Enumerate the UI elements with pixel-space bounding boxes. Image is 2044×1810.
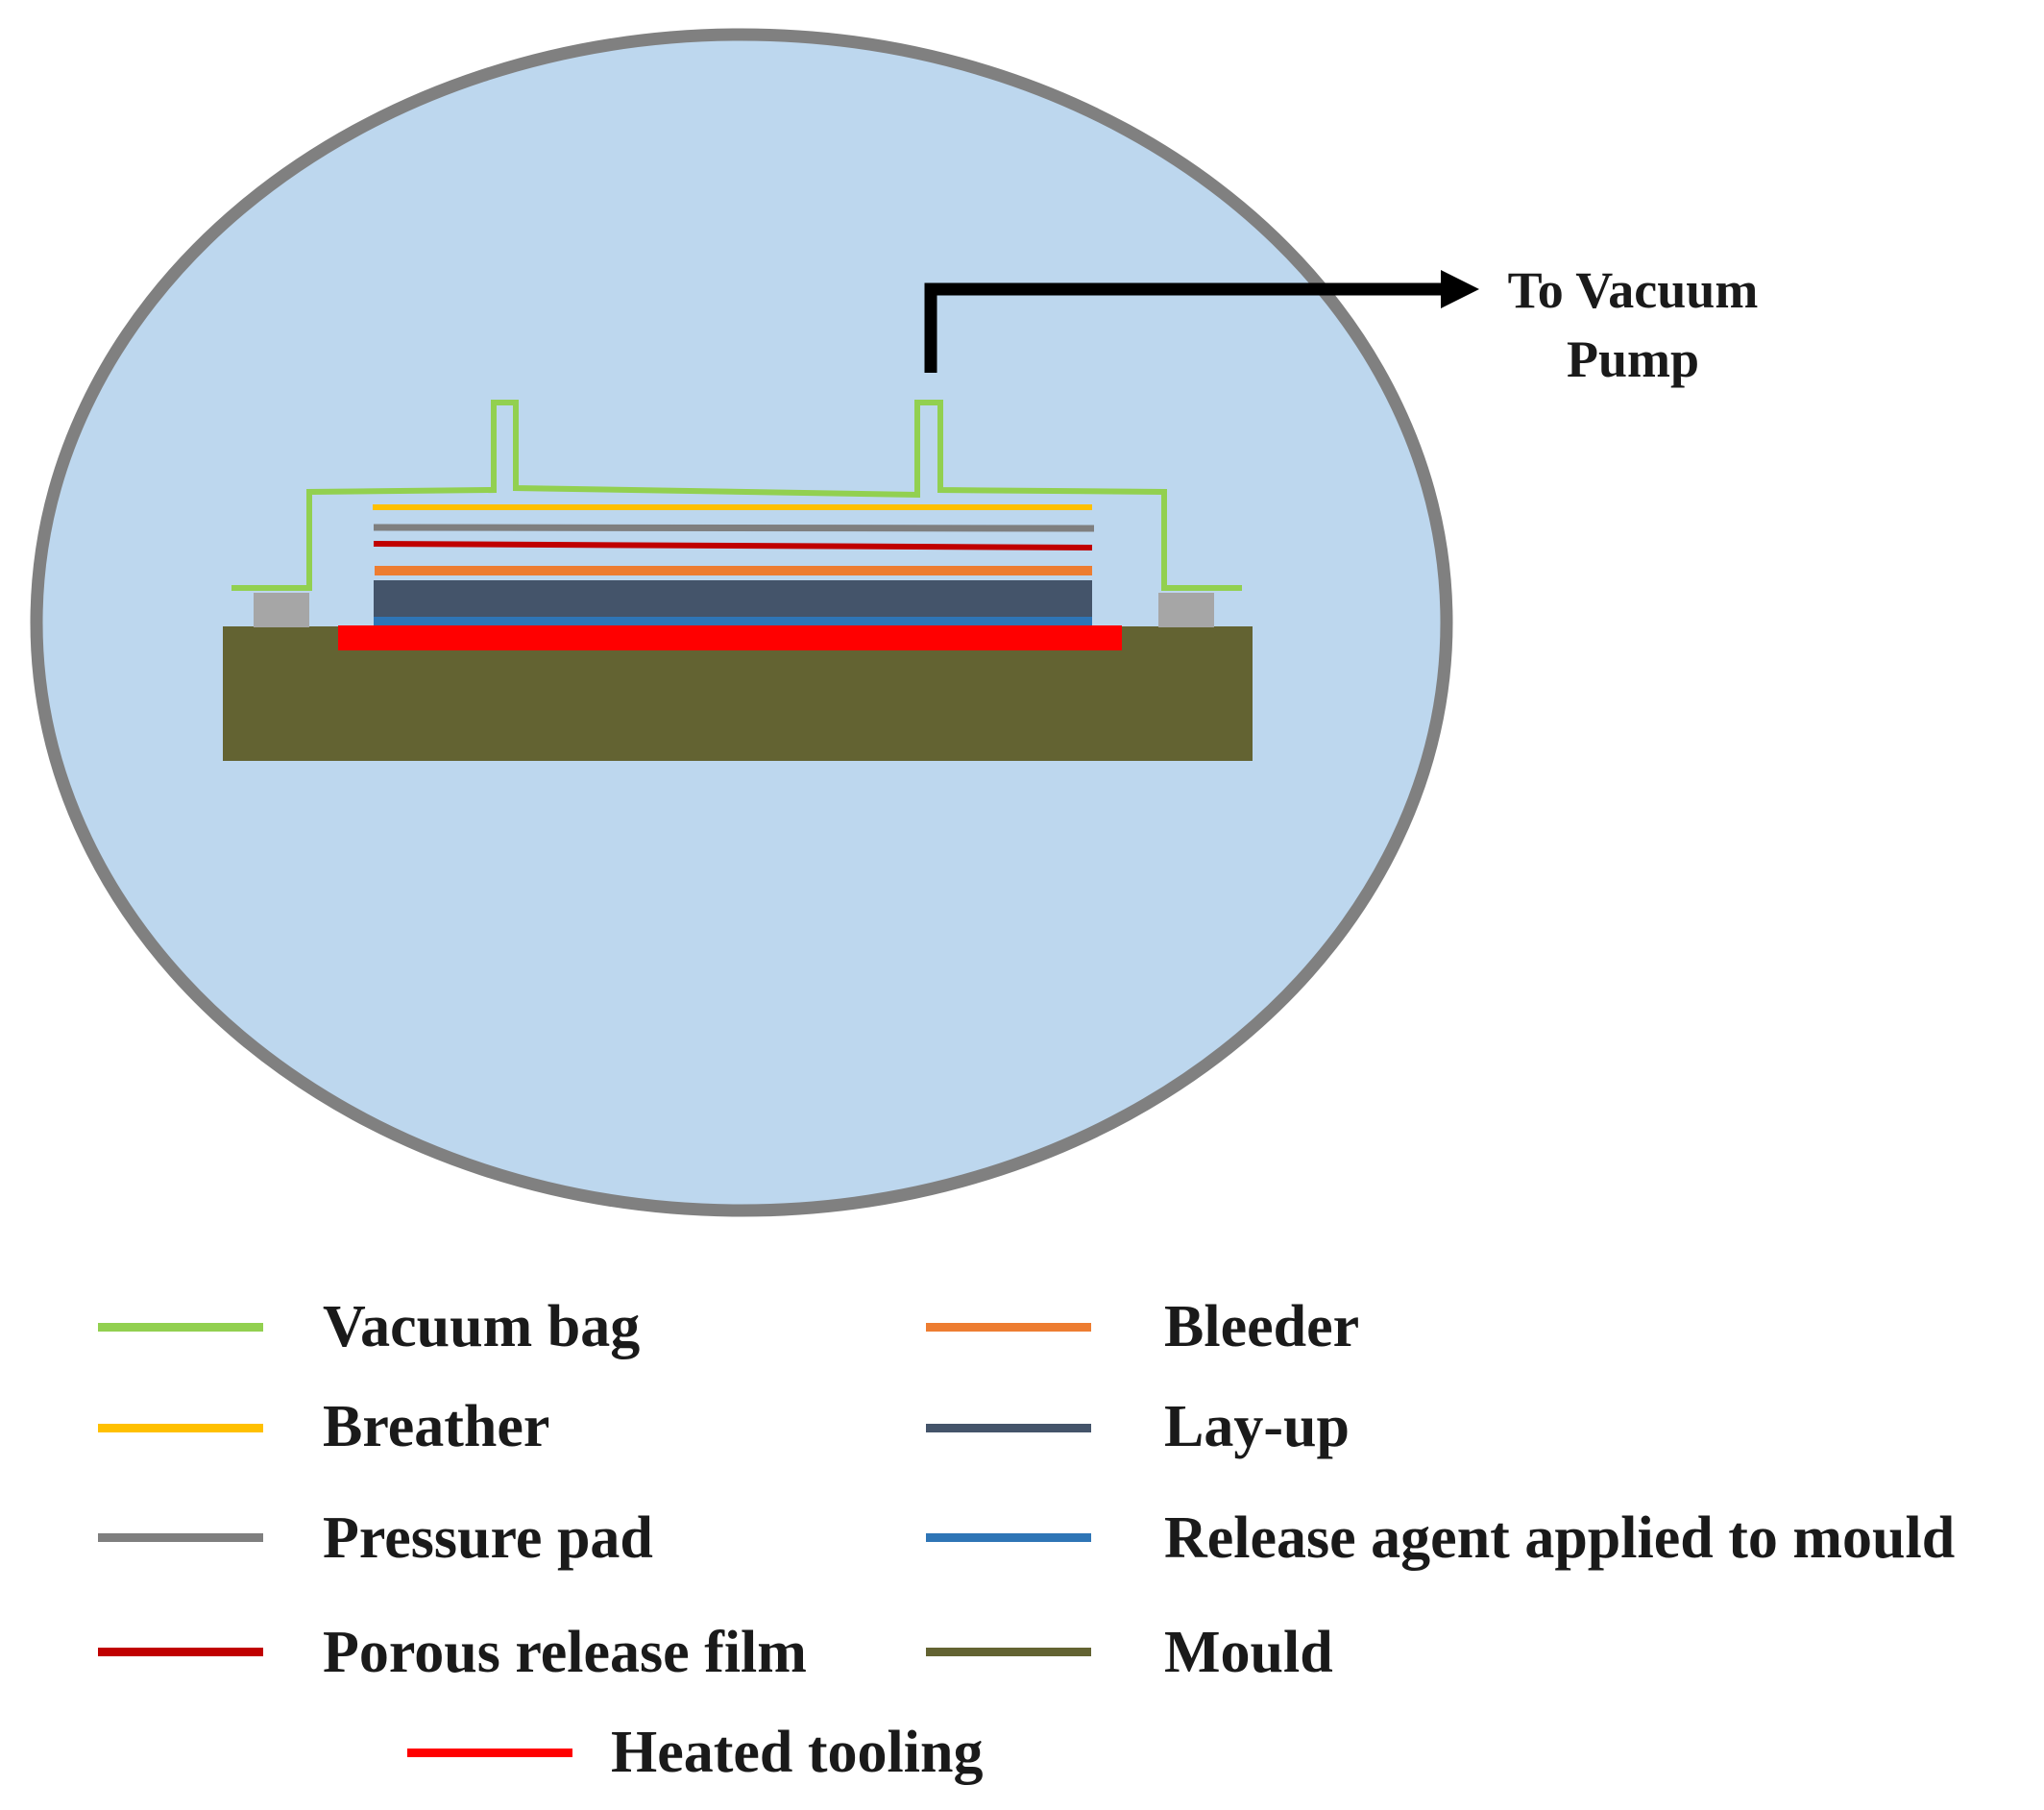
legend-swatch-layup: [926, 1424, 1091, 1432]
sealant-tape-left: [254, 593, 309, 627]
pressure-pad-layer: [373, 524, 1095, 532]
legend-swatch-release-agent: [926, 1533, 1091, 1542]
heated-tooling: [338, 625, 1122, 650]
legend-swatch-vacuum-bag: [98, 1323, 263, 1332]
pump-label-line2: Pump: [1566, 330, 1700, 388]
legend-swatch-mould: [926, 1648, 1091, 1656]
legend-label-heated-tooling: Heated tooling: [611, 1720, 984, 1785]
pump-label-line1: To Vacuum: [1507, 261, 1759, 319]
legend-label-release-agent: Release agent applied to mould: [1164, 1505, 1956, 1571]
porous-release-film-layer: [373, 541, 1093, 550]
legend-swatch-porous-release-film: [98, 1648, 263, 1656]
sealant-tape-right: [1158, 593, 1214, 627]
legend-swatch-heated-tooling: [407, 1749, 572, 1757]
legend-label-bleeder: Bleeder: [1164, 1294, 1360, 1359]
legend-label-layup: Lay-up: [1164, 1394, 1350, 1459]
legend-swatch-bleeder: [926, 1323, 1091, 1332]
legend-label-mould: Mould: [1164, 1620, 1333, 1685]
legend-label-vacuum-bag: Vacuum bag: [323, 1294, 641, 1359]
legend-swatch-pressure-pad: [98, 1533, 263, 1542]
arrow-head: [1441, 270, 1479, 308]
legend-label-porous-release-film: Porous release film: [323, 1620, 807, 1685]
legend-swatch-breather: [98, 1424, 263, 1432]
vacuum-line-arrow: [924, 282, 1450, 373]
legend-label-pressure-pad: Pressure pad: [323, 1505, 653, 1571]
pump-label: To Vacuum Pump: [1479, 256, 1787, 394]
layup: [374, 580, 1092, 618]
legend-label-breather: Breather: [323, 1394, 550, 1459]
vacuum-bag: [231, 400, 1242, 591]
release-agent: [374, 617, 1092, 625]
